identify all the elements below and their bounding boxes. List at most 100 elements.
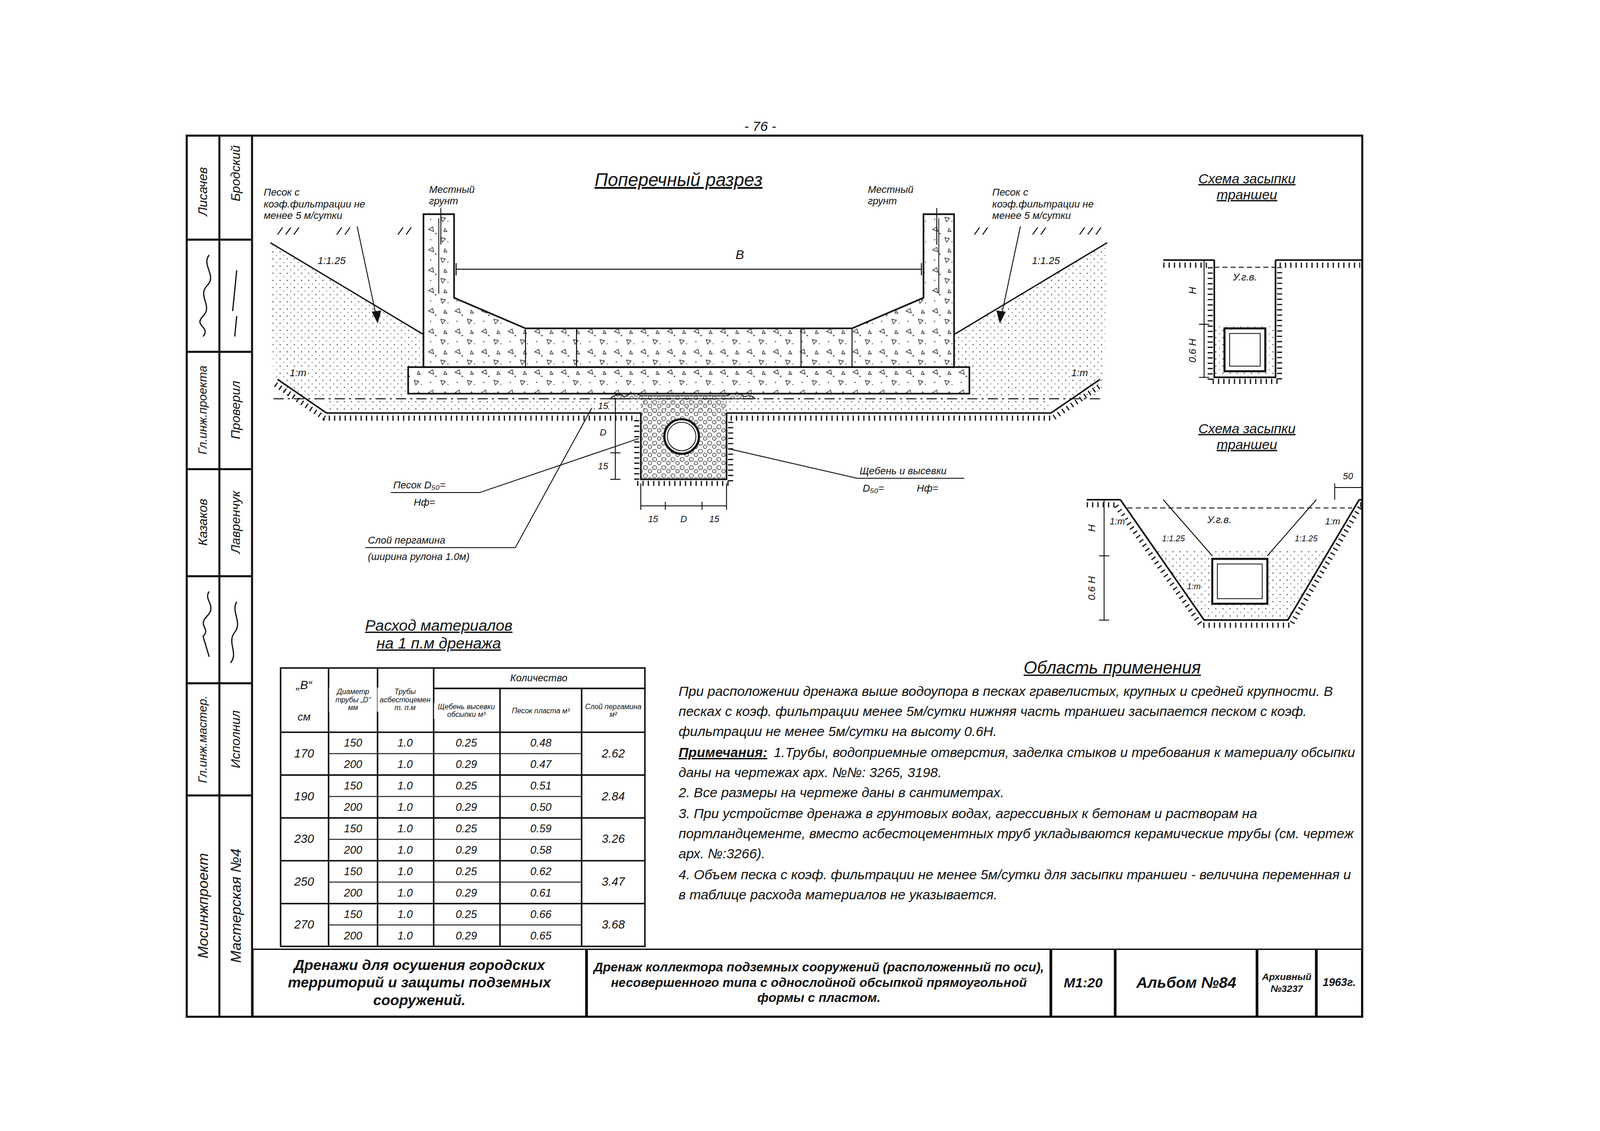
cross-section-part: [974, 227, 1102, 235]
cross-section-part: [610, 393, 756, 400]
backfill-scheme-part: [1214, 259, 1276, 378]
drawing-label: 15: [597, 460, 609, 472]
backfill-scheme-part: [1086, 498, 1363, 501]
cross-section-part: [438, 218, 939, 294]
note-text: 4. Объем песка с коэф. фильтрации не мен…: [678, 864, 1358, 905]
drawing-label: 0.25: [455, 736, 478, 750]
note-text: 1.Трубы, водоприемные отверстия, заделка…: [678, 744, 1356, 780]
notes-block: При расположении дренажа выше водоупора …: [678, 681, 1358, 906]
drawing-label: Песок D₅₀=: [392, 479, 447, 491]
drawing-label: 200: [343, 843, 363, 857]
drawing-label: 200: [343, 886, 363, 900]
drawing-label: Песок с коэф.фильтрации не менее 5 м/сут…: [263, 186, 379, 222]
cross-section-part: [456, 263, 922, 276]
title-block-cell: 1963г.: [1316, 948, 1363, 1018]
drawing-label: 1:1.25: [1161, 533, 1186, 544]
cross-section-part: [640, 483, 727, 510]
heading-label: Область применения: [1023, 658, 1202, 679]
drawing-label: 1.0: [396, 758, 413, 771]
note-heading: Примечания:: [678, 744, 768, 760]
drawing-label: 1:m: [1324, 515, 1341, 527]
cross-section-part: [423, 214, 954, 368]
drawing-label: 15: [597, 400, 609, 412]
drawing-label: 3.26: [601, 832, 626, 847]
drawing-label: 200: [343, 800, 363, 814]
drawing-label: - 76 -: [743, 118, 777, 135]
drawing-label: 230: [293, 832, 315, 847]
drawing-label: 0.29: [455, 800, 478, 814]
drawing-label: 150: [343, 779, 363, 793]
drawing-label: 0.25: [455, 908, 478, 921]
cross-section-part: [610, 398, 621, 480]
title-block-cell: Дренаж коллектора подземных сооружений (…: [586, 948, 1051, 1018]
drawing-label: 170: [293, 747, 315, 761]
backfill-scheme-part: [1116, 505, 1361, 626]
drawing-label: Песок пласта м³: [501, 706, 581, 716]
drawing-label: 1.0: [396, 929, 413, 943]
drawing-label: 1.0: [396, 822, 413, 836]
drawing-label: 0.25: [455, 822, 478, 836]
backfill-scheme-part: [1163, 262, 1361, 268]
drawing-label: 0.25: [455, 779, 478, 793]
drawing-label: Щебень и высевки: [859, 465, 948, 477]
cross-section-part: [954, 242, 1108, 335]
drawing-label: 0.51: [529, 779, 552, 793]
cross-section-part: [954, 242, 1108, 396]
signature-part: [199, 254, 211, 337]
vertical-label: Мосинжпроект: [194, 852, 212, 959]
drawing-label: 0.29: [455, 929, 478, 943]
cross-section-part-part: [936, 207, 938, 245]
drawing-label: 150: [343, 736, 363, 750]
drawing-label: Трубы асбестоцемент. п.м: [377, 687, 433, 712]
vertical-label: Бродский: [228, 145, 244, 203]
drawing-label: 1:1.25: [1031, 255, 1061, 267]
cross-section-part-part: [728, 448, 965, 479]
drawing-label: 1:m: [289, 367, 307, 380]
drawing-label: Диаметр трубы „D“ мм: [329, 687, 378, 712]
cross-section-part-part: [440, 207, 442, 245]
drawing-label: 1.0: [396, 779, 413, 793]
drawing-label: 190: [293, 789, 315, 804]
drawing-label: 2.84: [601, 789, 626, 804]
vertical-label: 0.6 Н: [1085, 576, 1098, 602]
drawing-label: „В“: [295, 678, 313, 693]
heading-label: Поперечный разрез: [594, 169, 764, 191]
drawing-label: Нф=: [916, 482, 939, 494]
drawing-label: Нф=: [413, 496, 436, 509]
drawing-label: D₅₀=: [862, 482, 885, 494]
signature: [199, 254, 238, 663]
materials-table-part: [280, 668, 645, 947]
title-text: Архивный №3237: [1262, 971, 1312, 994]
drawing-label: 2.62: [601, 747, 626, 761]
materials-table: [280, 668, 645, 947]
vertical-label: Н: [1187, 286, 1199, 295]
vertical-label: Гл.инж.мастер.: [196, 695, 210, 784]
drawing-label: 1:m: [1186, 581, 1202, 592]
backfill-scheme-part: [1229, 333, 1261, 367]
drawing-label: 1:1.25: [1294, 533, 1319, 544]
drawing-label: 15: [647, 514, 659, 525]
drawing-label: 15: [708, 514, 720, 525]
drawing-label: (ширина рулона 1.0м): [367, 550, 470, 563]
vertical-label: Гл.инж.проекта: [196, 365, 210, 456]
vertical-label: 0.6 Н: [1187, 338, 1199, 364]
materials-table-part: [280, 668, 645, 947]
backfill-scheme-part: [1212, 558, 1268, 604]
drawing-label: 270: [293, 918, 315, 932]
backfill-scheme: [1163, 259, 1362, 382]
backfill-scheme-part: [1163, 499, 1317, 556]
title-text: Альбом №84: [1136, 973, 1237, 993]
heading-label: Расход материалов на 1 п.м дренажа: [353, 616, 524, 653]
cross-section-part: [270, 242, 424, 335]
cross-section-part: [357, 207, 1021, 548]
backfill-scheme-part: [1224, 328, 1266, 372]
note-text: 3. При устройстве дренажа в грунтовых во…: [678, 803, 1358, 864]
drawing-label: 0.65: [529, 929, 552, 943]
drawing-label: 50: [1342, 471, 1354, 482]
backfill-scheme-part: [1214, 266, 1276, 268]
vertical-label: Лисачев: [195, 166, 211, 217]
vertical-label: Казаков: [195, 498, 211, 546]
backfill-scheme-part: [1163, 259, 1362, 261]
backfill-scheme-part: [1214, 324, 1276, 378]
